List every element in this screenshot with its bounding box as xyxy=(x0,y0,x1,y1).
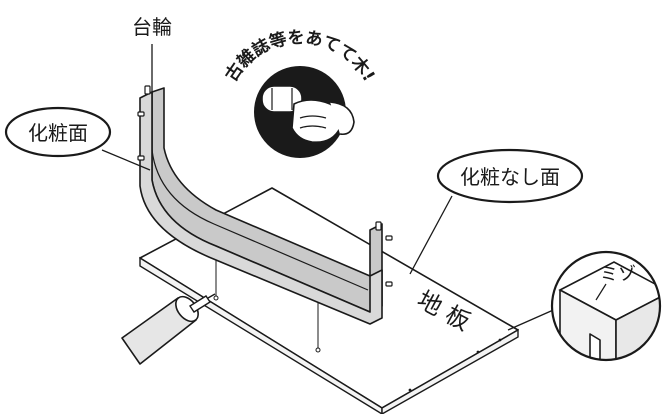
unfinished-face-callout: 化粧なし面 xyxy=(436,148,584,204)
glue-bottle-icon xyxy=(121,293,216,365)
dowel-pins xyxy=(137,85,393,287)
groove-label: ミゾ xyxy=(600,264,636,285)
base-stand xyxy=(137,85,393,325)
finished-face-callout: 化粧面 xyxy=(4,106,112,158)
hammer-callout xyxy=(254,66,355,158)
finished-face-label: 化粧面 xyxy=(28,121,88,145)
leader-lines xyxy=(101,44,577,331)
unfinished-face-label: 化粧なし面 xyxy=(460,165,560,189)
base-stand-label: 台輪 xyxy=(132,15,172,39)
groove-detail: ミゾ xyxy=(550,250,662,362)
